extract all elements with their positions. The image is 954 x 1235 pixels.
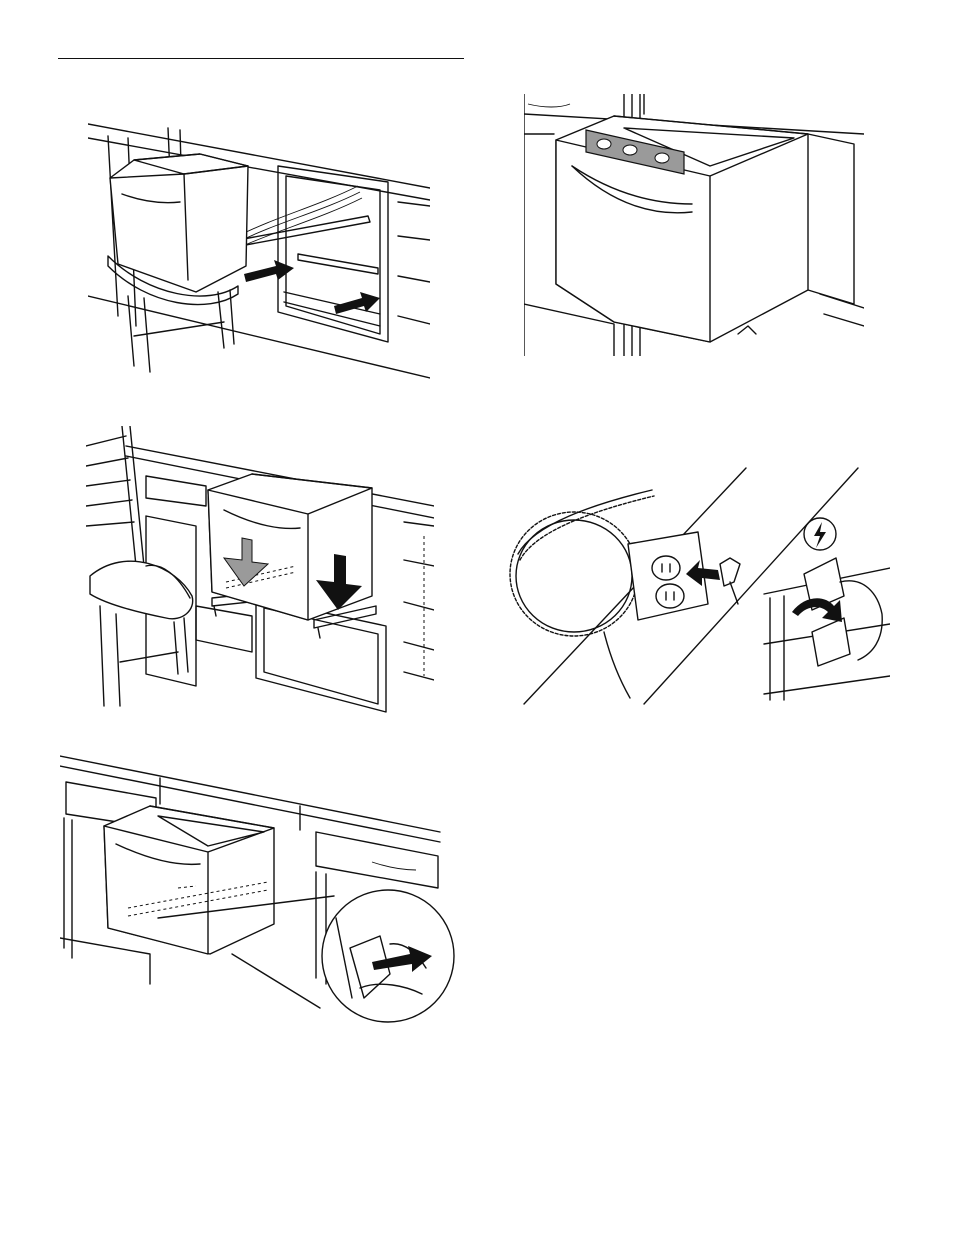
drawer-lower-onto-rails-illustration [86, 426, 434, 714]
power-cord-plug-and-switch-illustration [494, 464, 890, 706]
figure-drawer-level [524, 94, 864, 356]
drawer-on-chair-remove-rails-illustration [88, 116, 430, 382]
figure-drawer-lower-onto-rails [86, 426, 434, 714]
figure-drawer-installed-latch [60, 748, 460, 1034]
drawer-level-check-illustration [524, 94, 864, 356]
section-divider-line [58, 58, 464, 59]
figure-drawer-on-chair [88, 116, 430, 382]
drawer-installed-release-latch-illustration [60, 748, 460, 1034]
figure-power-connection [494, 464, 890, 706]
